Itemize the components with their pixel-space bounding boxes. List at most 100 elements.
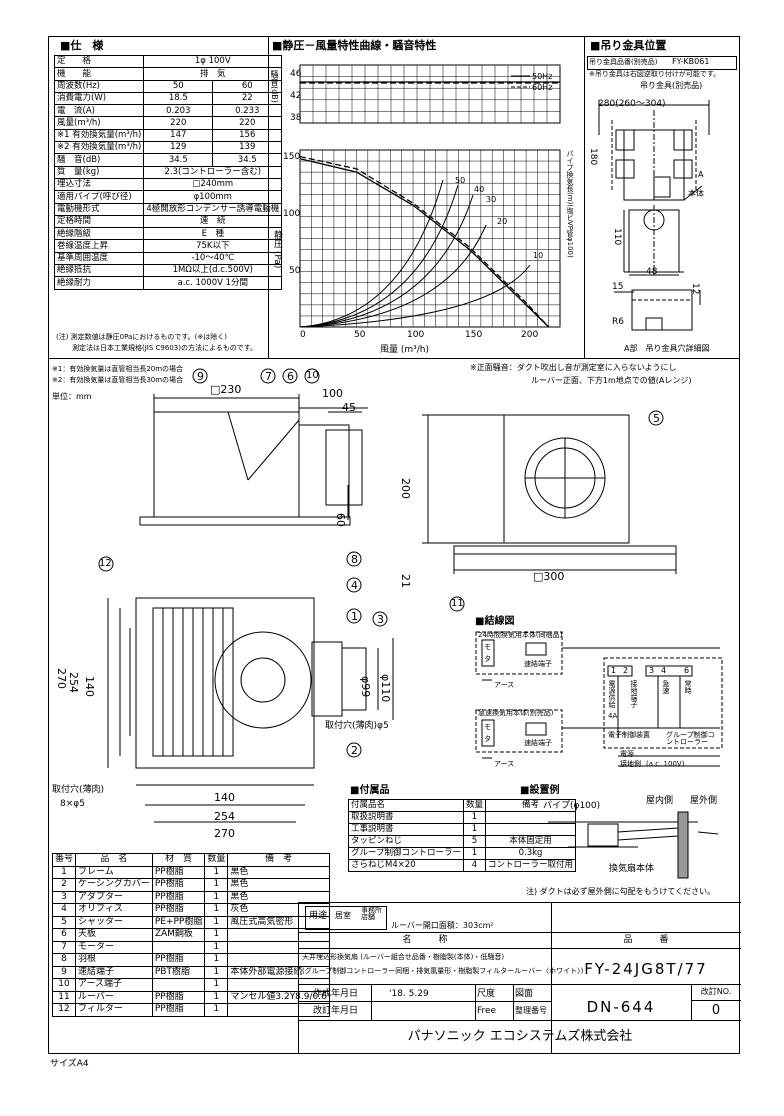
spec-value: 1φ 100V <box>143 54 283 69</box>
acc-cell: 1 <box>462 847 487 860</box>
wiring-c1: 電源供給 <box>608 680 616 708</box>
dim-110: φ110 <box>379 674 392 703</box>
spec-label: 定格時間 <box>53 214 145 229</box>
callout-2: 2 <box>351 744 358 757</box>
parts-cell: フレーム <box>75 865 153 879</box>
created-label: 作成年月日 <box>313 989 359 999</box>
louver-area: ルーバー開口面積：303cm² <box>391 921 494 930</box>
pipe-label: 30 <box>486 195 497 204</box>
legend-60hz: 60Hz <box>532 83 553 92</box>
x-tick: 100 <box>407 330 425 340</box>
spec-value: 排 気 <box>143 67 283 81</box>
spec-value: 0.203 <box>143 104 214 118</box>
parts-cell: 1 <box>204 953 229 967</box>
hanger-drawing <box>598 100 710 331</box>
acc-cell: 工事説明書 <box>348 823 464 836</box>
dim-60: 60 <box>334 513 347 527</box>
pipe-curve <box>299 179 444 328</box>
scale-value: Free <box>477 1006 497 1016</box>
hanger-body-label: 本体 <box>688 189 704 198</box>
revised-label: 改訂年月日 <box>313 1006 359 1016</box>
spec-label: 電 流(A) <box>53 104 145 118</box>
spec-label: 周波数(Hz) <box>53 79 145 93</box>
parts-cell: PP樹脂 <box>151 890 206 904</box>
acc-cell: タッピンねじ <box>348 835 464 848</box>
created-date: '18. 5.29 <box>389 989 429 999</box>
noise-tick: 46 <box>290 69 302 79</box>
acc-cell: 5 <box>462 835 487 848</box>
hanger-part: 吊り金具(別売品) <box>640 81 703 90</box>
x-axis-label: 風量 (m³/h) <box>380 345 429 355</box>
chart-title: ■静圧－風量特性曲線・騒音特性 <box>272 39 437 52</box>
wiring-ta: タ <box>484 735 491 743</box>
parts-cell: 1 <box>204 965 229 979</box>
wiring-area: 24時間換気用本体(同梱品) 急速換気用本体(別売品) モ タ モ タ 速結端子… <box>470 628 738 776</box>
pipe-curve <box>299 264 531 328</box>
hanger-dim-top: 280(260〜304) <box>598 99 666 109</box>
pipe-curve <box>299 194 474 328</box>
spec-label: ※2 有効換気量(m³/h) <box>53 141 145 155</box>
use-box <box>305 906 387 930</box>
parts-cell: 1 <box>204 1003 229 1017</box>
name-header: 名 称 <box>402 935 448 945</box>
spec-label: 埋込寸法 <box>53 177 145 192</box>
series-line-50Hz <box>299 158 550 328</box>
spec-value: 220 <box>212 116 283 130</box>
dim-254-bottom: 254 <box>214 810 235 823</box>
acc-cell: 1 <box>462 823 487 836</box>
acc-header: 数量 <box>462 799 487 812</box>
wiring-terminal: 速結端子 <box>524 660 552 668</box>
parts-cell: 1 <box>204 915 229 929</box>
parts-cell: PE+PP樹脂 <box>151 915 206 929</box>
spec-value: 連 続 <box>143 214 283 229</box>
parts-cell: PP樹脂 <box>151 878 206 892</box>
acc-cell: グループ制御コントローラー <box>348 847 464 860</box>
hanger-detail-caption: A部 吊り金具穴詳細図 <box>624 344 710 353</box>
wiring-c4: 常時 <box>684 680 692 694</box>
callout-7: 7 <box>265 370 272 383</box>
hanger-dim-180: 180 <box>588 148 598 166</box>
callout-8: 8 <box>351 553 358 566</box>
parts-cell: ルーバー <box>75 990 153 1004</box>
spec-value: a.c. 1000V 1分間 <box>143 276 283 290</box>
model-number: FY-24JG8T/77 <box>584 960 708 978</box>
wiring-power2: (a.c. 100V) <box>646 760 685 768</box>
drawing-sheet <box>48 36 740 1054</box>
parts-cell: 天板 <box>75 928 153 942</box>
spec-label: ※1 有効換気量(m³/h) <box>53 128 145 143</box>
parts-cell: 10 <box>51 978 77 992</box>
spec-value: 34.5 <box>143 153 214 167</box>
spec-value: φ100mm <box>143 190 283 204</box>
parts-cell: 4 <box>51 903 77 917</box>
spec-label: 絶縁抵抗 <box>53 264 145 278</box>
hole-label-3: 8×φ5 <box>60 799 85 809</box>
scale-label: 尺度 <box>477 989 496 999</box>
spec-value: 75K以下 <box>143 239 283 253</box>
parts-cell: 6 <box>51 928 77 942</box>
wiring-title: ■結線図 <box>475 616 515 627</box>
spec-row: 適用パイプ(呼び径)φ100mm <box>53 190 283 204</box>
parts-cell: 2 <box>51 878 77 892</box>
wiring-mo: モ <box>484 643 491 651</box>
parts-cell: アダプター <box>75 890 153 904</box>
spec-label: 消費電力(W) <box>53 91 145 106</box>
wiring-power: 電源 <box>620 750 634 758</box>
wiring-terminal: 速結端子 <box>524 739 552 747</box>
drawing-number-label: 整理番号 <box>515 1006 547 1015</box>
wiring-earth: アース <box>494 760 515 768</box>
dim-270: 270 <box>55 668 68 689</box>
parts-cell: PP樹脂 <box>151 865 206 879</box>
parts-cell: 1 <box>204 928 229 942</box>
spec-value: 4極開放形コンデンサー誘導電動機 <box>143 202 283 216</box>
acc-header: 付属品名 <box>348 799 464 812</box>
parts-cell: 1 <box>204 990 229 1004</box>
wiring-num: 6 <box>684 666 690 675</box>
